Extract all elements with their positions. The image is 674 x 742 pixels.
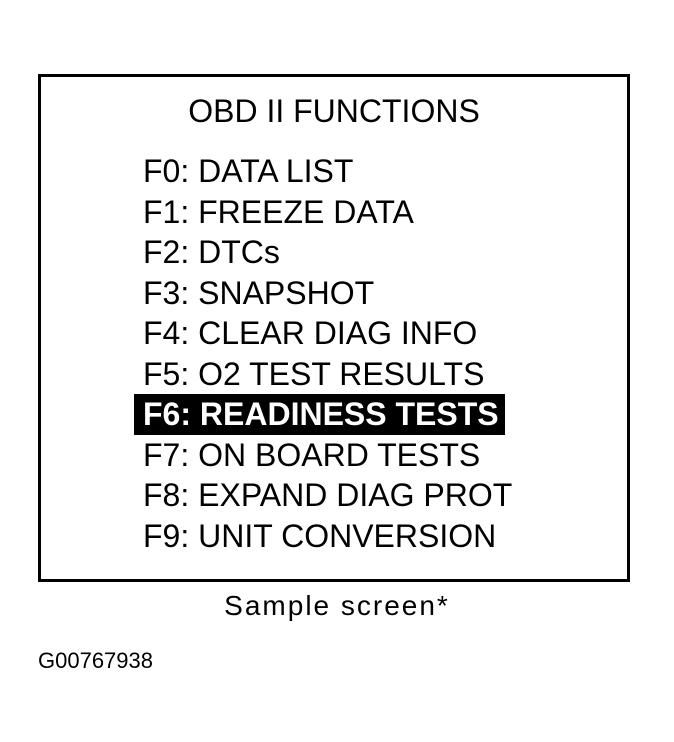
figure-caption: Sample screen*: [224, 590, 450, 621]
menu-item-snapshot[interactable]: F3: SNAPSHOT: [143, 274, 375, 311]
menu-item-readiness-tests-selected[interactable]: F6: READINESS TESTS: [134, 394, 505, 435]
menu-item-clear-diag-info[interactable]: F4: CLEAR DIAG INFO: [143, 315, 478, 351]
menu-item-data-list[interactable]: F0: DATA LIST: [143, 153, 354, 189]
menu-item-expand-diag-prot[interactable]: F8: EXPAND DIAG PROT: [143, 477, 513, 513]
figure-id: G00767938: [38, 648, 153, 673]
menu-item-on-board-tests[interactable]: F7: ON BOARD TESTS: [143, 436, 481, 473]
screen-title: OBD II FUNCTIONS: [188, 93, 480, 129]
menu-item-dtcs[interactable]: F2: DTCs: [143, 234, 280, 270]
menu-item-freeze-data[interactable]: F1: FREEZE DATA: [143, 193, 414, 230]
menu-item-unit-conversion[interactable]: F9: UNIT CONVERSION: [143, 517, 497, 554]
function-menu: F0: DATA LIST F1: FREEZE DATA F2: DTCs F…: [134, 151, 515, 556]
menu-item-o2-test-results[interactable]: F5: O2 TEST RESULTS: [143, 355, 485, 392]
scan-tool-screen: OBD II FUNCTIONS F0: DATA LIST F1: FREEZ…: [38, 74, 630, 582]
